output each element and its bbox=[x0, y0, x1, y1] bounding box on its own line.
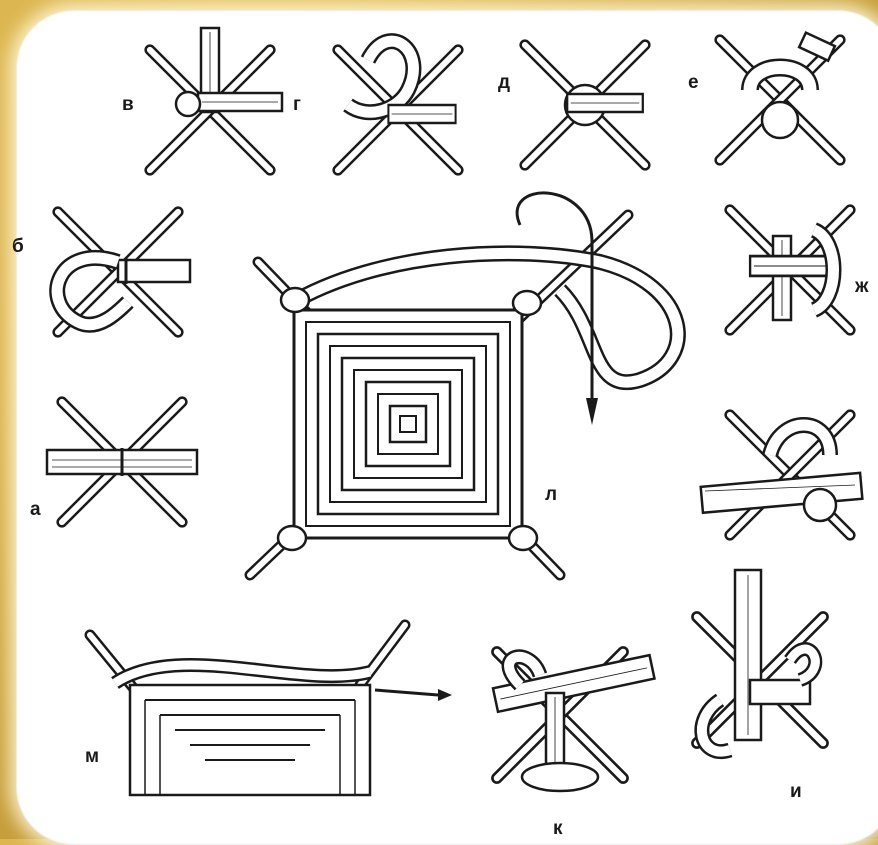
label-g: г bbox=[293, 94, 301, 115]
step-d-figure bbox=[525, 45, 645, 165]
label-e: е bbox=[688, 72, 699, 93]
step-b-figure bbox=[57, 212, 190, 332]
step-e-figure bbox=[720, 33, 840, 160]
label-l: л bbox=[545, 484, 557, 505]
label-a: а bbox=[30, 499, 41, 520]
label-d: д bbox=[498, 72, 510, 93]
step-v-figure bbox=[150, 28, 282, 170]
step-k-figure bbox=[493, 652, 654, 791]
step-m-figure bbox=[90, 625, 452, 795]
label-v: в bbox=[122, 94, 134, 115]
label-zh: ж bbox=[854, 276, 869, 297]
label-k: к bbox=[553, 818, 563, 839]
step-g-figure bbox=[338, 41, 458, 170]
label-i: и bbox=[790, 781, 802, 802]
step-z-figure bbox=[701, 415, 863, 535]
step-i-figure bbox=[697, 570, 823, 752]
label-b: б bbox=[12, 236, 24, 257]
step-zh-figure bbox=[730, 210, 850, 330]
step-a-figure bbox=[47, 402, 197, 522]
label-m: м bbox=[85, 746, 99, 767]
step-l-figure bbox=[250, 193, 678, 575]
